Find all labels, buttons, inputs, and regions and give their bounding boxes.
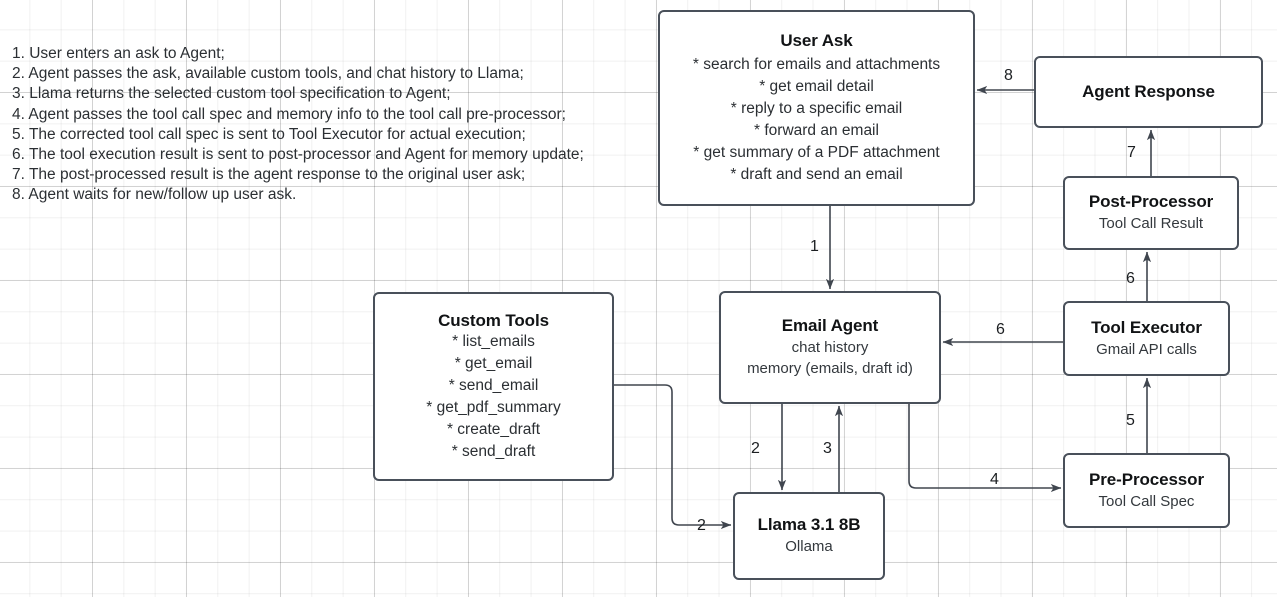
node-llama-subtitle: Ollama [785, 538, 833, 556]
legend-step-5: 5. The corrected tool call spec is sent … [12, 125, 526, 143]
node-post-processor-subtitle: Tool Call Result [1098, 215, 1204, 233]
user-ask-bullet-3: * reply to a specific email [730, 99, 903, 117]
node-custom-tools[interactable]: Custom Tools * list_emails * get_email *… [373, 292, 614, 481]
legend-step-6: 6. The tool execution result is sent to … [12, 146, 584, 164]
node-tool-executor[interactable]: Tool Executor Gmail API calls [1063, 301, 1230, 376]
edge-label-2a: 2 [751, 440, 760, 457]
node-tool-executor-title: Tool Executor [1091, 317, 1202, 337]
node-email-agent-subtitle-memory: memory (emails, draft id) [747, 360, 913, 378]
edge-label-1: 1 [810, 238, 819, 255]
edge-4-email-agent-to-pre-processor [908, 404, 1062, 493]
custom-tools-bullet-1: * list_emails [452, 333, 535, 351]
node-custom-tools-title: Custom Tools [438, 310, 549, 330]
legend-step-4: 4. Agent passes the tool call spec and m… [12, 105, 566, 123]
legend-step-1: 1. User enters an ask to Agent; [12, 45, 225, 62]
edge-2b-custom-tools-to-llama [614, 384, 732, 530]
edge-label-7: 7 [1127, 144, 1136, 161]
node-email-agent-subtitle-chat-history: chat history [791, 339, 869, 357]
edge-label-5: 5 [1126, 412, 1135, 429]
user-ask-bullet-6: * draft and send an email [730, 165, 903, 183]
node-llama-title: Llama 3.1 8B [757, 515, 861, 535]
legend-step-3: 3. Llama returns the selected custom too… [12, 85, 451, 103]
node-email-agent[interactable]: Email Agent chat history memory (emails,… [719, 291, 941, 404]
custom-tools-bullet-4: * get_pdf_summary [426, 399, 561, 417]
node-user-ask[interactable]: User Ask * search for emails and attachm… [658, 10, 975, 206]
edge-label-6a: 6 [1126, 270, 1135, 287]
node-llama[interactable]: Llama 3.1 8B Ollama [733, 492, 885, 580]
node-agent-response[interactable]: Agent Response [1034, 56, 1263, 128]
node-tool-executor-subtitle: Gmail API calls [1096, 340, 1197, 358]
edge-label-6b: 6 [996, 321, 1005, 338]
legend-steps-list: 1. User enters an ask to Agent; 2. Agent… [12, 44, 642, 206]
node-user-ask-title: User Ask [780, 31, 853, 51]
node-email-agent-title: Email Agent [781, 316, 879, 336]
node-pre-processor-title: Pre-Processor [1089, 469, 1204, 489]
node-post-processor[interactable]: Post-Processor Tool Call Result [1063, 176, 1239, 250]
node-custom-tools-bullets: * list_emails * get_email * send_email *… [426, 331, 560, 463]
node-agent-response-title: Agent Response [1082, 82, 1215, 102]
node-post-processor-title: Post-Processor [1088, 192, 1214, 212]
legend-step-8: 8. Agent waits for new/follow up user as… [12, 186, 297, 204]
custom-tools-bullet-5: * create_draft [446, 421, 541, 439]
node-pre-processor-subtitle: Tool Call Spec [1098, 492, 1195, 510]
custom-tools-bullet-2: * get_email [454, 355, 533, 373]
node-pre-processor[interactable]: Pre-Processor Tool Call Spec [1063, 453, 1230, 528]
legend-step-2: 2. Agent passes the ask, available custo… [12, 65, 524, 83]
user-ask-bullet-2: * get email detail [759, 77, 874, 95]
user-ask-bullet-1: * search for emails and attachments [692, 55, 941, 73]
node-user-ask-bullets: * search for emails and attachments * ge… [693, 54, 940, 186]
edge-label-8: 8 [1004, 67, 1013, 84]
edge-label-3: 3 [823, 440, 832, 457]
user-ask-bullet-4: * forward an email [754, 121, 879, 139]
custom-tools-bullet-3: * send_email [448, 377, 539, 395]
edge-label-4: 4 [990, 471, 999, 488]
edge-label-2b: 2 [697, 517, 706, 534]
user-ask-bullet-5: * get summary of a PDF attachment [693, 143, 940, 161]
custom-tools-bullet-6: * send_draft [451, 443, 536, 461]
legend-step-7: 7. The post-processed result is the agen… [12, 166, 526, 184]
